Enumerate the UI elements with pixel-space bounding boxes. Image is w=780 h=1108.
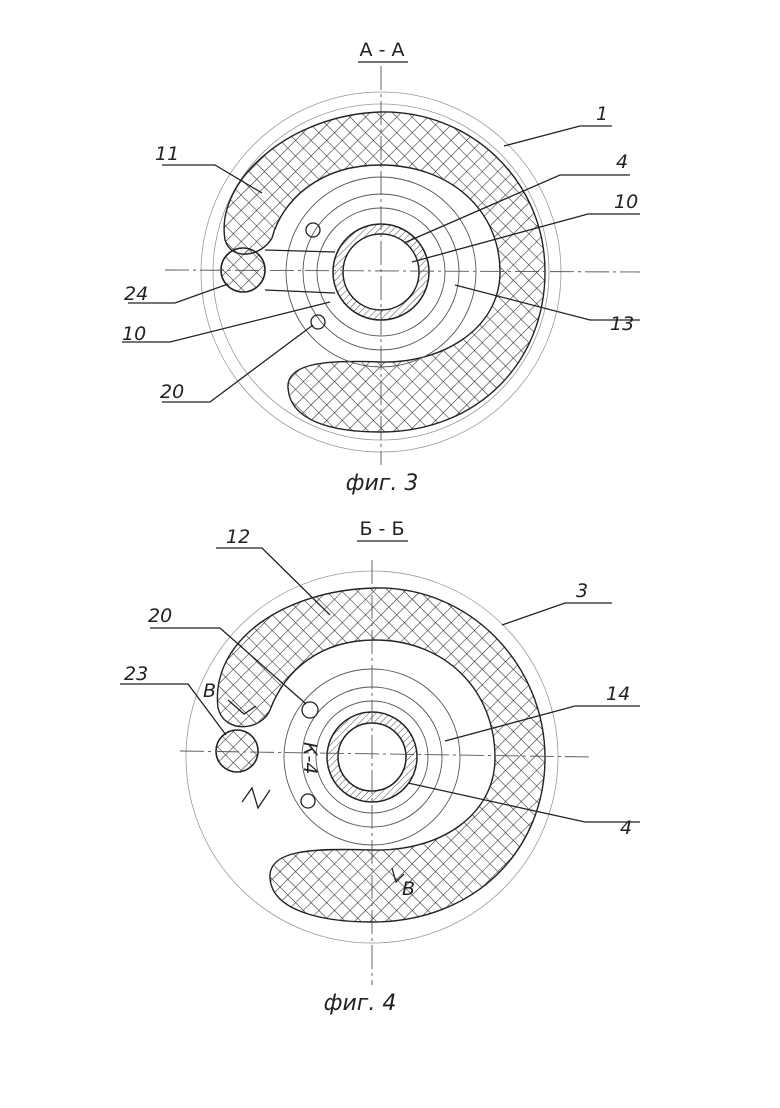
label-24: 24	[124, 283, 148, 305]
label-10-right: 10	[614, 191, 638, 213]
label-1: 1	[596, 103, 608, 125]
label-4-b: 4	[620, 817, 632, 839]
figure-3: А - А 1 4 10	[122, 39, 640, 496]
lead-line-lower	[265, 290, 335, 293]
label-10-left: 10	[122, 323, 146, 345]
section-label-b-b: Б - Б	[359, 518, 404, 540]
leader-1	[504, 126, 612, 146]
figure-4: Б - Б 12 3 2	[120, 518, 640, 1016]
leader-3	[502, 603, 612, 625]
lead-line-upper	[265, 250, 335, 252]
figure-4-caption: фиг. 4	[324, 991, 397, 1016]
label-23: 23	[124, 663, 148, 685]
label-11: 11	[155, 143, 179, 165]
hole-upper-4	[302, 702, 318, 718]
label-20-4: 20	[148, 605, 172, 627]
break-mark	[242, 788, 270, 808]
label-b-lower: В	[402, 878, 415, 900]
section-label-a-a: А - А	[360, 39, 405, 61]
label-14: 14	[606, 683, 630, 705]
label-k4: К-4	[299, 742, 321, 774]
label-20: 20	[160, 381, 184, 403]
hole-lower-4	[301, 794, 315, 808]
hole-upper	[306, 223, 320, 237]
label-b-upper: В	[203, 680, 216, 702]
label-12: 12	[226, 526, 250, 548]
connector-23	[216, 730, 258, 772]
label-3: 3	[576, 580, 588, 602]
figure-3-caption: фиг. 3	[346, 471, 419, 496]
hole-lower	[311, 315, 325, 329]
label-13: 13	[610, 313, 634, 335]
label-4: 4	[616, 151, 628, 173]
